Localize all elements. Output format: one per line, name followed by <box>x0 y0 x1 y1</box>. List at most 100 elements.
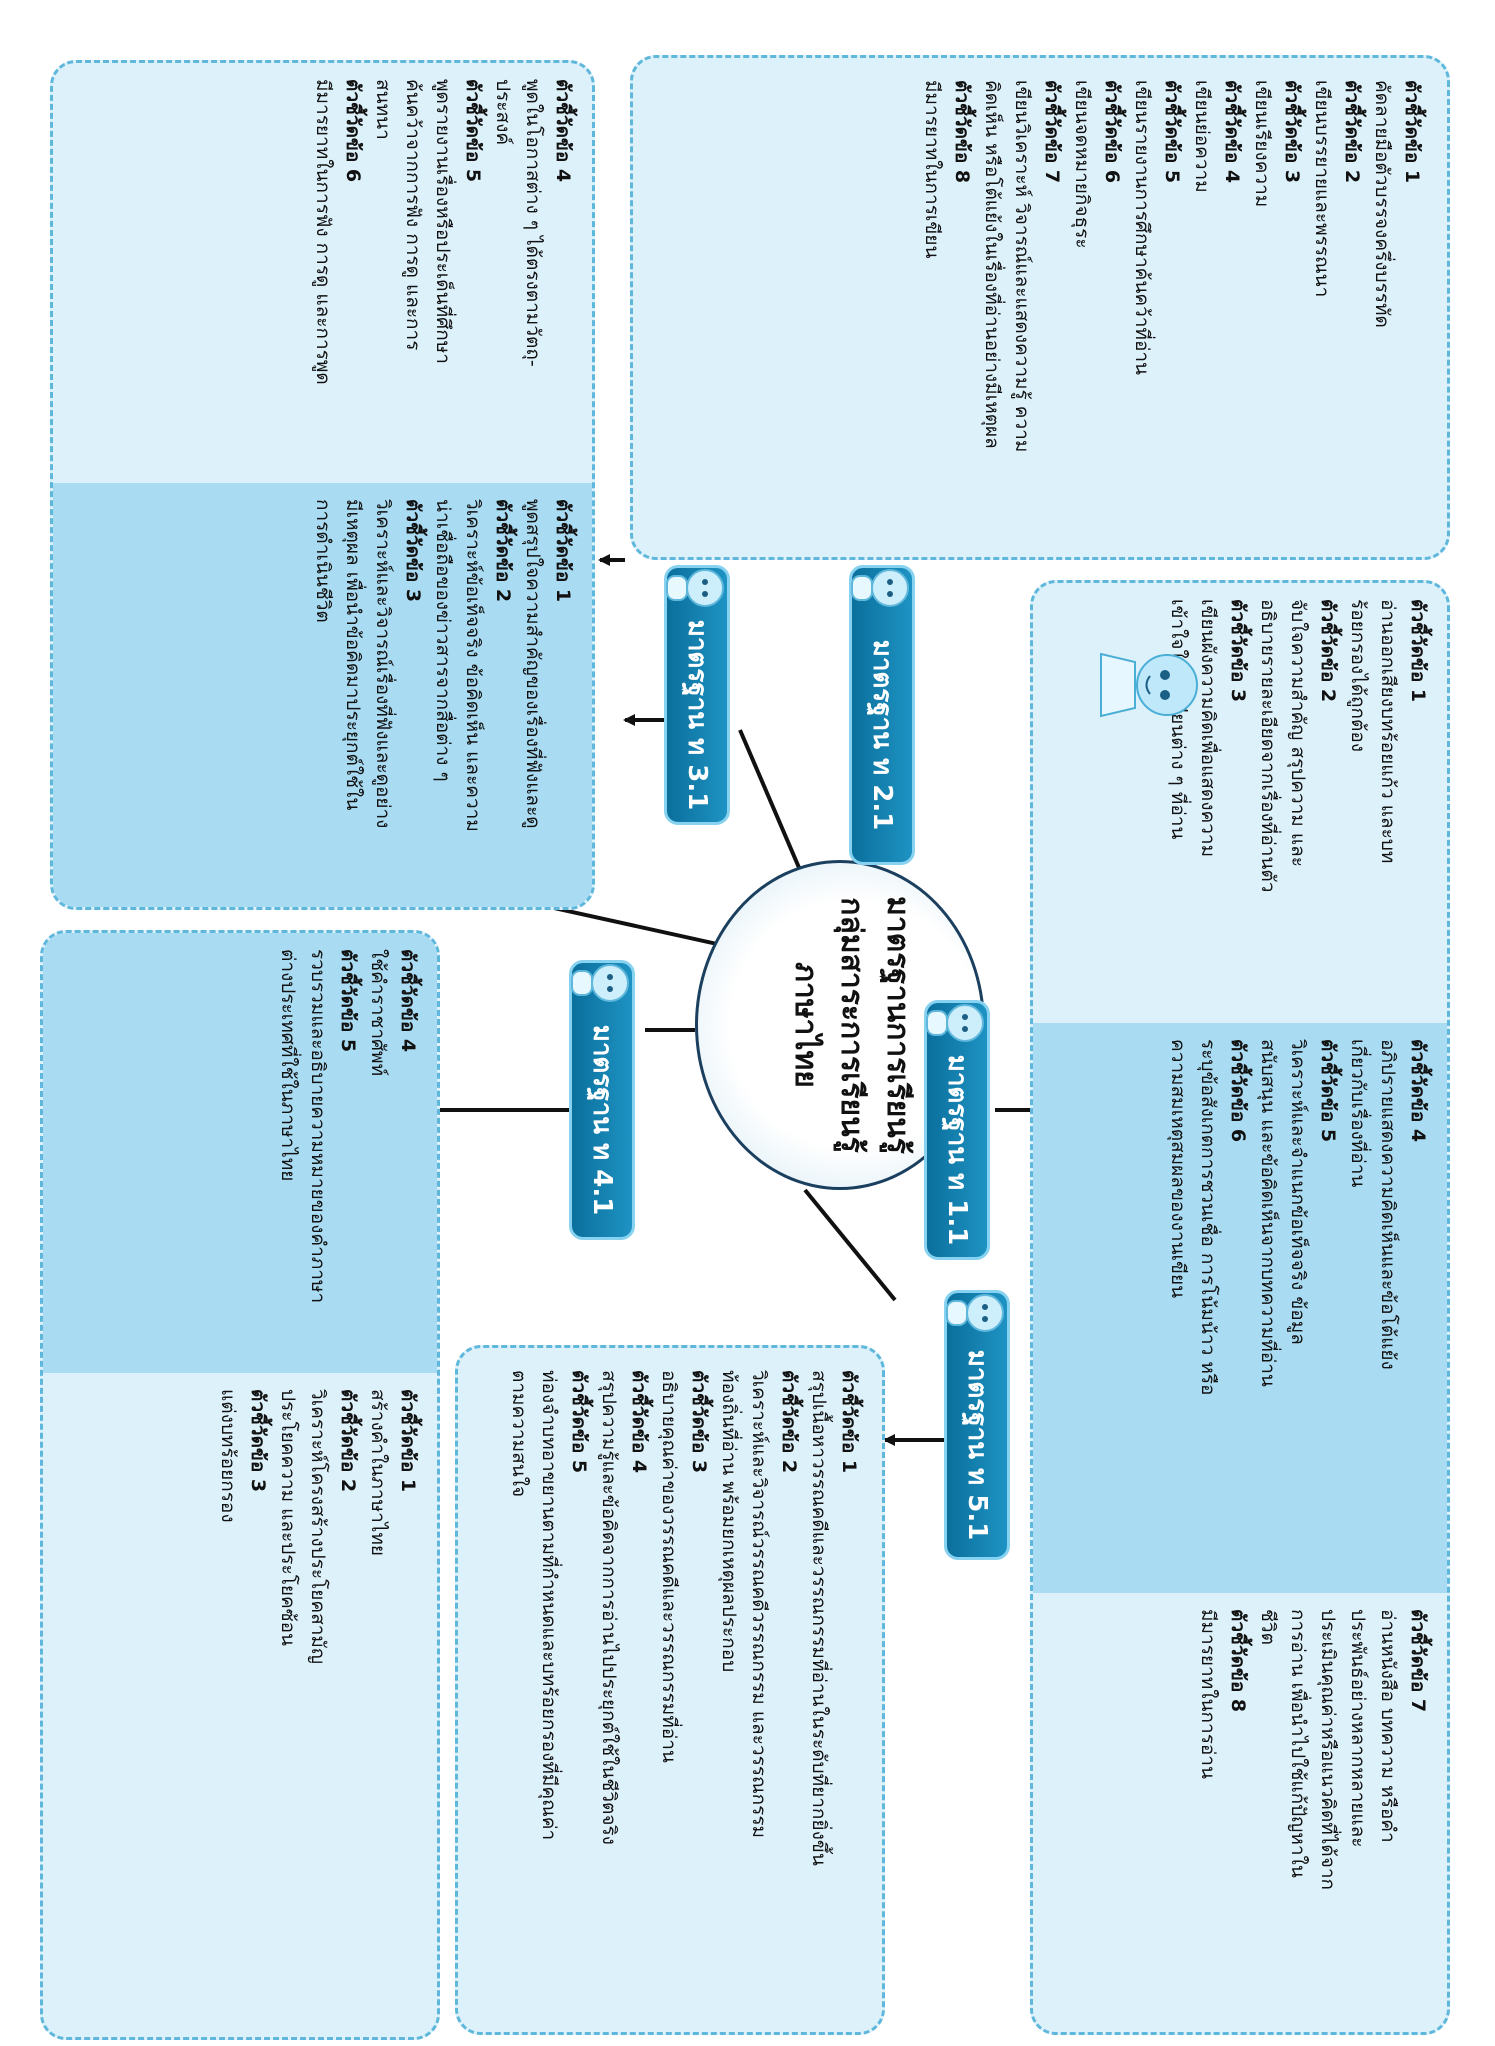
center-line-2: กลุ่มสาระการเรียนรู้ <box>834 897 869 1153</box>
indicator-heading: ตัวชี้วัดข้อ 3 <box>1227 599 1249 703</box>
indicator-text: พูดรายงานเรื่องหรือประเด็นที่ศึกษา <box>432 79 454 364</box>
indicator-heading: ตัวชี้วัดข้อ 4 <box>628 1370 650 1474</box>
indicator-text: คิดเห็น หรือโต้แย้งในเรื่องที่อ่านอย่างม… <box>981 80 1003 449</box>
indicator-heading: ตัวชี้วัดข้อ 4 <box>1407 1039 1429 1143</box>
line-center-s51 <box>803 1188 897 1302</box>
pill-label: มาตรฐาน ท 1.1 <box>942 1054 972 1246</box>
pill-standard-4-1: มาตรฐาน ท 4.1 <box>569 960 635 1240</box>
indicator-text: สนับสนุน และข้อคิดเห็นจากบทความที่อ่าน <box>1257 1039 1279 1387</box>
col-1: ตัวชี้วัดข้อ 4 ใช้คำราชาศัพท์ ตัวชี้วัดข้อ… <box>43 933 437 1373</box>
indicator-text: ประโยคความ และประโยคซ้อน <box>277 1389 299 1647</box>
indicator-text: อ่านออกเสียงบทร้อยแก้ว และบท <box>1377 599 1399 864</box>
box-standard-2-1: ตัวชี้วัดข้อ 1 คัดลายมือตัวบรรจงครึ่งบรรท… <box>630 55 1450 560</box>
kid-mascot-icon <box>851 569 909 607</box>
indicator-text: ตามความสนใจ <box>508 1370 530 1498</box>
indicator-text: วิเคราะห์ข้อเท็จจริง ข้อคิดเห็น และความ <box>462 499 484 832</box>
indicator-text: เขียนเรียงความ <box>1251 80 1273 208</box>
indicator-text: เขียนย่อความ <box>1191 80 1213 193</box>
indicator-text: ท่องจำบทอาขยานตามที่กำหนดและบทร้อยกรองที… <box>538 1370 560 1841</box>
indicator-text: มีเหตุผล เพื่อนำข้อคิดมาประยุกต์ใช้ใน <box>342 499 364 811</box>
indicator-text: มีมารยาทในการฟัง การดู และการพูด <box>312 79 334 385</box>
box-standard-1-1: ตัวชี้วัดข้อ 1 อ่านออกเสียงบทร้อยแก้ว และ… <box>1030 580 1450 2035</box>
indicator-text: แต่งบทร้อยกรอง <box>217 1389 239 1523</box>
indicator-text: พูดสรุปใจความสำคัญของเรื่องที่ฟังและดู <box>522 499 544 829</box>
indicator-text: สรุปความรู้และข้อคิดจากการอ่านไปประยุกต์… <box>598 1370 620 1845</box>
indicator-text: คัดลายมือตัวบรรจงครึ่งบรรทัด <box>1371 80 1393 328</box>
indicator-heading: ตัวชี้วัดข้อ 2 <box>492 499 514 603</box>
indicator-text: ประพันธ์อย่างหลากหลายและ <box>1347 1609 1369 1848</box>
indicator-text: ชีวิต <box>1257 1609 1279 1645</box>
kid-mascot-icon <box>926 1004 984 1042</box>
indicator-text: ใช้คำราชาศัพท์ <box>367 949 389 1077</box>
indicator-heading: ตัวชี้วัดข้อ 1 <box>1407 599 1429 703</box>
indicator-text: อธิบายคุณค่าของวรรณคดีและวรรณกรรมที่อ่าน <box>658 1370 680 1763</box>
indicator-text: ค้นคว้าจากการฟัง การดู และการ <box>402 79 424 351</box>
kid-mascot-icon <box>571 964 629 1002</box>
kid-mascot-icon <box>946 1294 1004 1332</box>
pill-label: มาตรฐาน ท 2.1 <box>867 639 897 831</box>
indicator-text: น่าเชื่อถือของข่าวสารจากสื่อต่าง ๆ <box>432 499 454 782</box>
indicator-text: วิเคราะห์และวิจารณ์วรรณคดีวรรณกรรม และวร… <box>748 1370 770 1839</box>
indicator-heading: ตัวชี้วัดข้อ 5 <box>462 79 484 183</box>
center-line-3: ภาษาไทย <box>788 962 823 1088</box>
kid-mascot-icon <box>666 569 724 607</box>
indicator-heading: ตัวชี้วัดข้อ 1 <box>397 1389 419 1493</box>
indicator-text: วิเคราะห์และจำแนกข้อเท็จจริง ข้อมูล <box>1287 1039 1309 1345</box>
indicator-text: อธิบายรายละเอียดจากเรื่องที่อ่านตัว <box>1257 599 1279 893</box>
center-line-1: มาตรฐานการเรียนรู้ <box>880 896 915 1154</box>
indicator-text: สนทนา <box>372 79 394 140</box>
indicator-text: มีมารยาทในการเขียน <box>921 80 943 259</box>
indicator-text: สรุปเนื้อหาวรรณคดีและวรรณกรรมที่อ่านในระ… <box>808 1370 830 1866</box>
indicator-heading: ตัวชี้วัดข้อ 5 <box>568 1370 590 1474</box>
pill-label: มาตรฐาน ท 3.1 <box>682 619 712 811</box>
indicator-heading: ตัวชี้วัดข้อ 2 <box>778 1370 800 1474</box>
indicator-text: พูดในโอกาสต่าง ๆ ได้ตรงตามวัตถุ- <box>522 79 544 367</box>
pill-label: มาตรฐาน ท 5.1 <box>962 1349 992 1541</box>
indicator-text: ความสมเหตุสมผลของงานเขียน <box>1167 1039 1189 1299</box>
indicator-heading: ตัวชี้วัดข้อ 4 <box>397 949 419 1053</box>
indicator-text: วิเคราะห์โครงสร้างประโยคสามัญ <box>307 1389 329 1665</box>
indicator-text: เขียนบรรยายและพรรณนา <box>1311 80 1333 298</box>
indicator-heading: ตัวชี้วัดข้อ 7 <box>1041 80 1063 184</box>
indicator-text: มีมารยาทในการอ่าน <box>1197 1609 1219 1779</box>
indicator-heading: ตัวชี้วัดข้อ 2 <box>337 1389 359 1493</box>
indicator-heading: ตัวชี้วัดข้อ 6 <box>1227 1039 1249 1143</box>
pill-standard-2-1: มาตรฐาน ท 2.1 <box>849 565 915 865</box>
indicator-heading: ตัวชี้วัดข้อ 1 <box>1401 80 1423 184</box>
indicator-text: ประเมินคุณค่าหรือแนวคิดที่ได้จาก <box>1317 1609 1339 1891</box>
indicator-text: อ่านหนังสือ บทความ หรือคำ <box>1377 1609 1399 1843</box>
indicator-text: ร้อยกรองได้ถูกต้อง <box>1347 599 1369 753</box>
indicator-text: เขียนวิเคราะห์ วิจารณ์และแสดงความรู้ ควา… <box>1011 80 1033 453</box>
indicator-heading: ตัวชี้วัดข้อ 3 <box>402 499 424 603</box>
indicator-heading: ตัวชี้วัดข้อ 6 <box>342 79 364 183</box>
pill-label: มาตรฐาน ท 4.1 <box>587 1024 617 1216</box>
pill-standard-1-1: มาตรฐาน ท 1.1 <box>924 1000 990 1260</box>
indicator-heading: ตัวชี้วัดข้อ 3 <box>247 1389 269 1493</box>
indicator-text: การอ่าน เพื่อนำไปใช้แก้ปัญหาใน <box>1287 1609 1309 1878</box>
indicator-heading: ตัวชี้วัดข้อ 8 <box>951 80 973 184</box>
indicator-heading: ตัวชี้วัดข้อ 4 <box>1221 80 1243 184</box>
indicator-heading: ตัวชี้วัดข้อ 5 <box>1161 80 1183 184</box>
indicator-text: เขียนจดหมายกิจธุระ <box>1071 80 1093 249</box>
col-1: ตัวชี้วัดข้อ 1 คัดลายมือตัวบรรจงครึ่งบรรท… <box>633 58 1447 560</box>
indicator-heading: ตัวชี้วัดข้อ 5 <box>337 949 359 1053</box>
pill-standard-3-1: มาตรฐาน ท 3.1 <box>664 565 730 825</box>
indicator-text: ประสงค์ <box>492 79 514 146</box>
indicator-text: เขียนรายงานการศึกษาค้นคว้าที่อ่าน <box>1131 80 1153 376</box>
indicator-text: การดำเนินชีวิต <box>312 499 334 623</box>
indicator-text: วิเคราะห์และวิจารณ์เรื่องที่ฟังและดูอย่า… <box>372 499 394 829</box>
indicator-text: เกี่ยวกับเรื่องที่อ่าน <box>1347 1039 1369 1188</box>
indicator-text: ท้องถิ่นที่อ่าน พร้อมยกเหตุผลประกอบ <box>718 1370 740 1673</box>
col-3: ตัวชี้วัดข้อ 7 อ่านหนังสือ บทความ หรือคำ ป… <box>1033 1593 1447 2033</box>
indicator-text: รวบรวมและอธิบายความหมายของคำภาษา <box>307 949 329 1304</box>
indicator-heading: ตัวชี้วัดข้อ 7 <box>1407 1609 1429 1713</box>
indicator-text: ต่างประเทศที่ใช้ในภาษาไทย <box>277 949 299 1182</box>
